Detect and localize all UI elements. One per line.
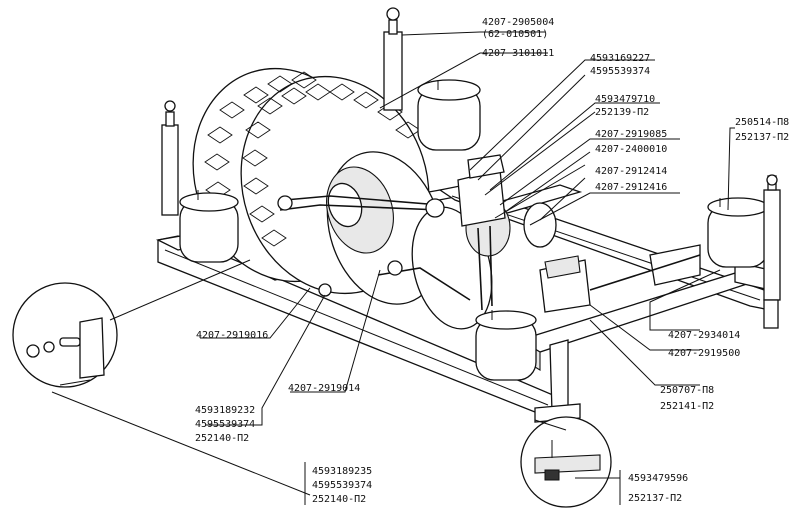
- label-bracket-a: 4207-2912414: [595, 166, 667, 177]
- label-rear-link: 4207-2934014: [668, 330, 740, 341]
- label-line: 4207-2919500: [668, 348, 740, 359]
- label-link-arm-1: 4207-2919085: [595, 129, 667, 140]
- label-left-bolt-set: 4593189232 4595539374 252140-П2: [195, 405, 255, 444]
- label-nut-set-top: 4593479710 252139-П2: [595, 94, 655, 118]
- leader-lines: [51, 31, 735, 505]
- label-line: 4207-2919014: [288, 383, 360, 394]
- label-line: 252137-П2: [735, 132, 789, 143]
- label-wheel-assembly: 4207-3101011: [482, 48, 554, 59]
- label-line: 252139-П2: [595, 107, 649, 118]
- label-line: 4595539374: [195, 419, 255, 430]
- label-line: 4207-2912414: [595, 166, 667, 177]
- label-line: 4207-2919085: [595, 129, 667, 140]
- label-line: 252140-П2: [312, 494, 366, 505]
- label-line: 4595539374: [590, 66, 650, 77]
- label-shock-absorber-top: 4207-2905004 (62-010501): [482, 17, 554, 40]
- detail-circle-bottom: [520, 416, 612, 508]
- label-left-link: 4207-2919016: [196, 330, 268, 341]
- label-bottom-right-set: 4593479596 252137-П2: [628, 473, 688, 504]
- label-line: 4207-2934014: [668, 330, 740, 341]
- shock-absorber-right: [763, 174, 781, 329]
- air-spring-rear-left: [475, 310, 537, 381]
- label-line: 4593479596: [628, 473, 688, 484]
- label-line: 4593189232: [195, 405, 255, 416]
- label-line: 4207-3101011: [482, 48, 554, 59]
- label-line: 252141-П2: [660, 401, 714, 412]
- label-line: 4207-2912416: [595, 182, 667, 193]
- shock-absorber-top: [383, 7, 403, 111]
- shock-absorber-left: [161, 100, 179, 216]
- air-spring-front-left: [179, 190, 239, 263]
- label-line: 4207-2919016: [196, 330, 268, 341]
- label-right-nut-set: 250514-П8 252137-П2: [735, 117, 789, 143]
- air-spring-front-right: [417, 79, 481, 151]
- label-bracket-b: 4207-2912416: [595, 182, 667, 193]
- label-line: 4593479710: [595, 94, 655, 105]
- detail-circle-left: [12, 282, 118, 388]
- label-line: 4207-2905004: [482, 17, 554, 28]
- label-axle: 4207-2400010: [595, 144, 667, 155]
- label-rear-rod: 4207-2919500: [668, 348, 740, 359]
- dual-wheel: [192, 67, 557, 330]
- air-spring-rear-right: [707, 197, 769, 268]
- label-line: 252137-П2: [628, 493, 682, 504]
- linkage: [277, 154, 701, 423]
- label-center-link: 4207-2919014: [288, 383, 360, 394]
- label-bottom-left-set: 4593189235 4595539374 252140-П2: [312, 466, 372, 505]
- label-line: (62-010501): [482, 29, 548, 40]
- label-right-lower-set: 250707-П8 252141-П2: [660, 385, 714, 412]
- label-line: 4593169227: [590, 53, 650, 64]
- label-line: 4207-2400010: [595, 144, 667, 155]
- label-line: 4593189235: [312, 466, 372, 477]
- label-line: 252140-П2: [195, 433, 249, 444]
- label-line: 4595539374: [312, 480, 372, 491]
- label-line: 250707-П8: [660, 385, 714, 396]
- label-bolt-set-top: 4593169227 4595539374: [590, 53, 650, 77]
- label-line: 250514-П8: [735, 117, 789, 128]
